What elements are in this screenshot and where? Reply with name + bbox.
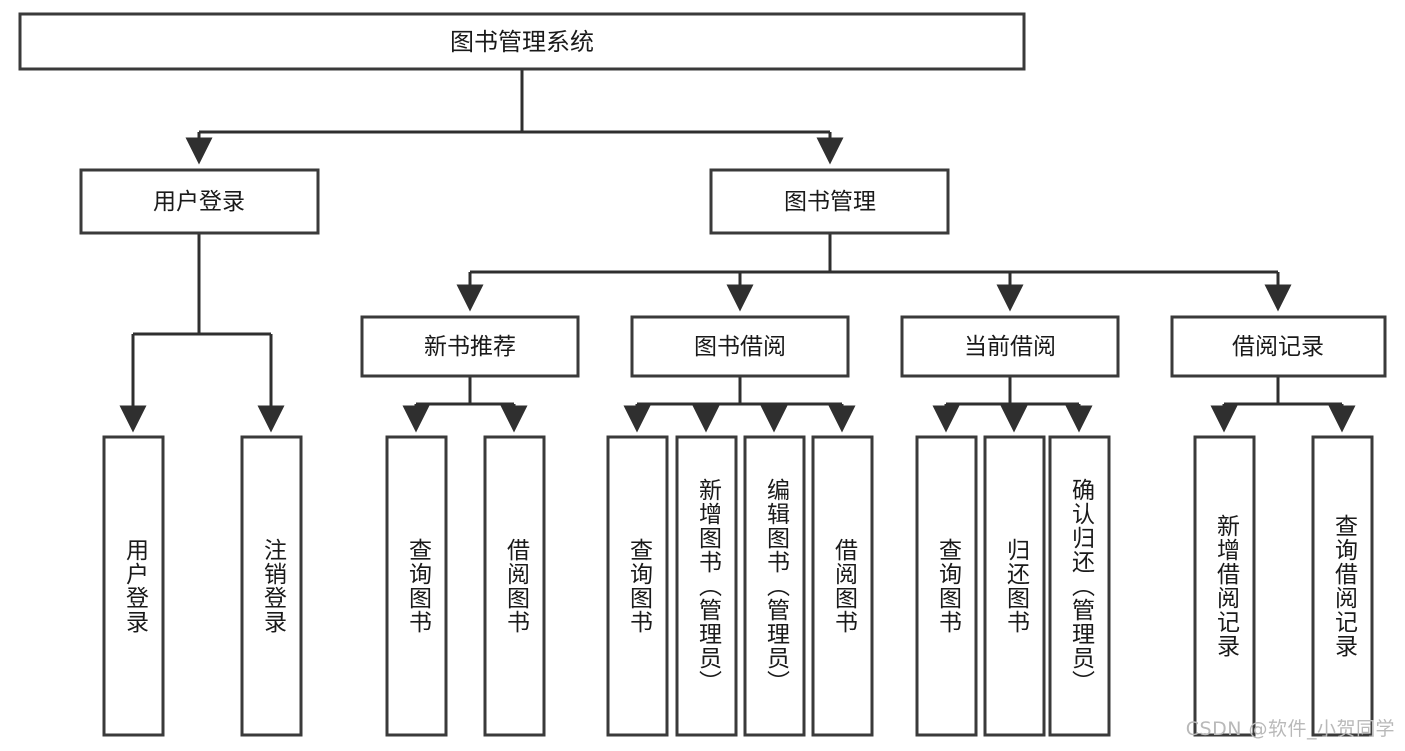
leaf-box-bb-edit[interactable] xyxy=(743,435,806,737)
node-user-login-label: 用户登录 xyxy=(153,189,245,215)
leaf-box-cb-confirm[interactable] xyxy=(1048,435,1111,737)
node-current-borrow[interactable]: 当前借阅 xyxy=(900,315,1120,378)
connector-borrowrecord-to-leaves xyxy=(1210,376,1356,433)
node-borrow-record[interactable]: 借阅记录 xyxy=(1170,315,1387,378)
node-book-manage-label: 图书管理 xyxy=(784,189,876,215)
connector-bookborrow-to-leaves xyxy=(623,376,856,433)
leaf-box-nb-query[interactable] xyxy=(385,435,448,737)
node-book-borrow-label: 图书借阅 xyxy=(694,334,786,360)
leaf-box-nb-borrow[interactable] xyxy=(483,435,546,737)
node-new-book-label: 新书推荐 xyxy=(424,334,516,360)
leaf-box-bb-add[interactable] xyxy=(675,435,738,737)
node-root-label: 图书管理系统 xyxy=(450,28,594,56)
node-book-manage[interactable]: 图书管理 xyxy=(709,168,950,235)
node-root[interactable]: 图书管理系统 xyxy=(18,12,1026,71)
leaf-box-cb-return[interactable] xyxy=(983,435,1046,737)
connector-root-to-level2 xyxy=(185,69,844,165)
watermark-text: CSDN @软件_小贺同学 xyxy=(1185,718,1395,740)
leaf-box-br-query[interactable] xyxy=(1311,435,1374,737)
leaf-box-br-add[interactable] xyxy=(1193,435,1256,737)
connector-newbook-to-leaves xyxy=(402,376,528,433)
connector-bookmanage-to-level3 xyxy=(456,233,1292,312)
leaf-box-user-login[interactable] xyxy=(102,435,165,737)
leaf-box-bb-borrow[interactable] xyxy=(811,435,874,737)
node-book-borrow[interactable]: 图书借阅 xyxy=(630,315,850,378)
leaf-box-cb-query[interactable] xyxy=(915,435,978,737)
node-current-borrow-label: 当前借阅 xyxy=(964,334,1056,360)
connector-currentborrow-to-leaves xyxy=(932,376,1093,433)
leaf-box-logout[interactable] xyxy=(240,435,303,737)
leaf-box-bb-query[interactable] xyxy=(606,435,669,737)
connector-userlogin-to-leaves xyxy=(119,233,285,433)
node-borrow-record-label: 借阅记录 xyxy=(1232,334,1324,360)
node-new-book[interactable]: 新书推荐 xyxy=(360,315,580,378)
node-user-login[interactable]: 用户登录 xyxy=(79,168,320,235)
leaf-boxes xyxy=(102,435,1374,737)
